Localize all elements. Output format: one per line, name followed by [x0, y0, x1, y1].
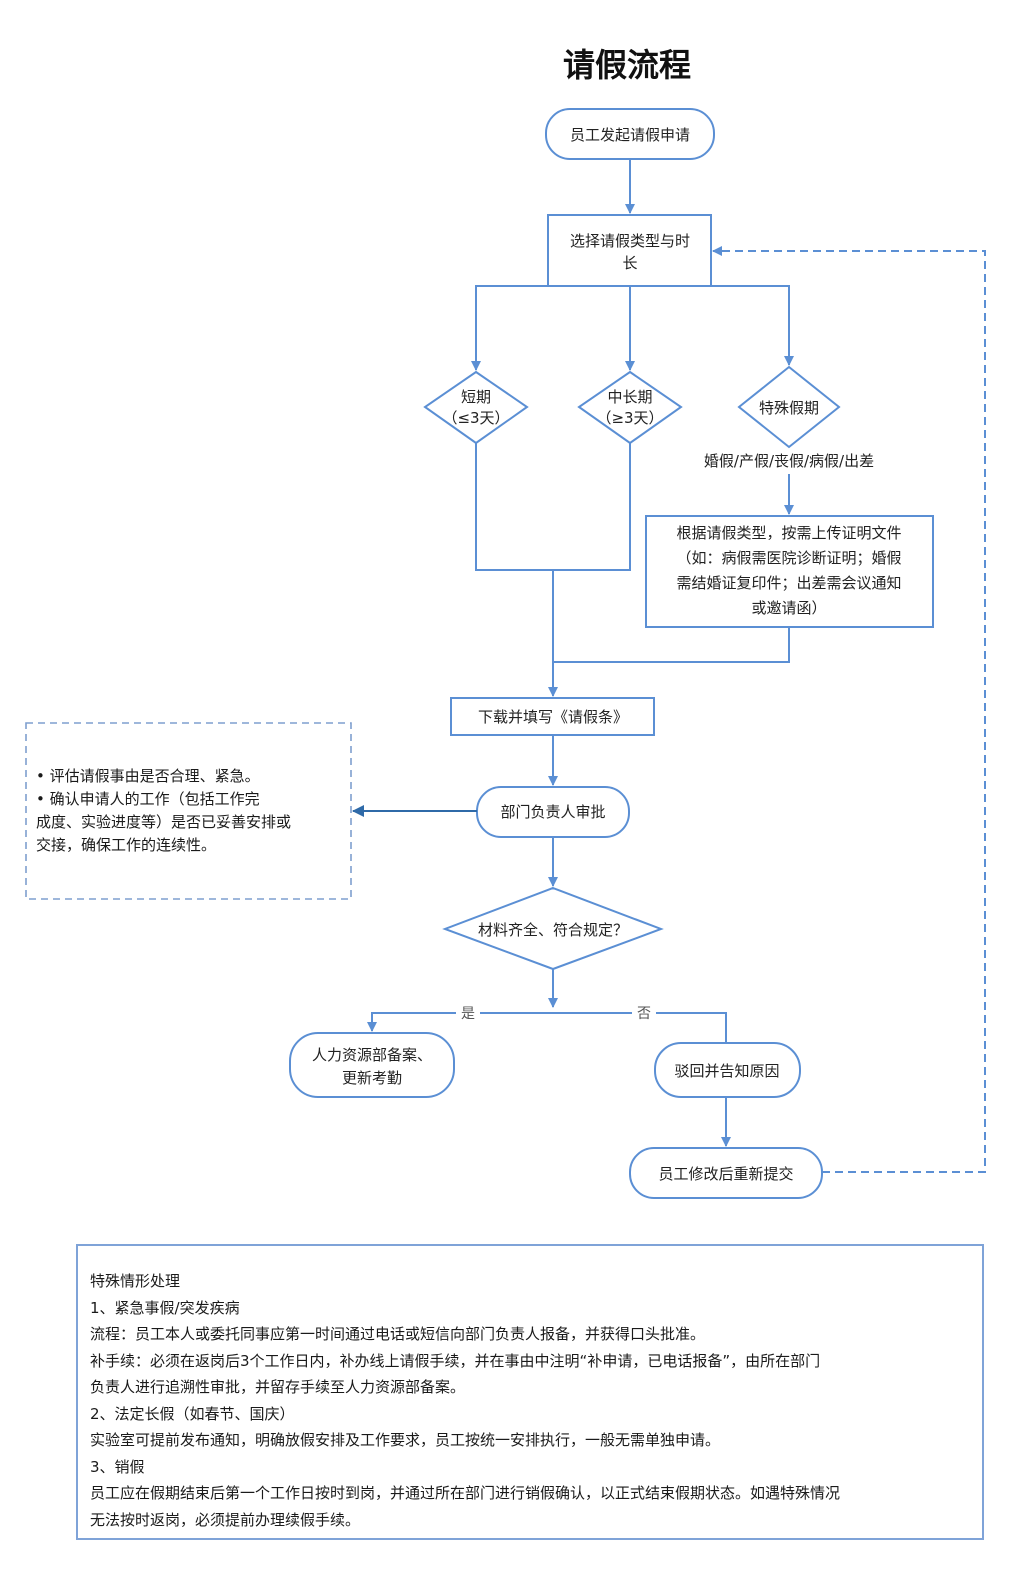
fill-form-label: 下载并填写《请假条》 — [478, 708, 628, 726]
upload-docs-line1: 根据请假类型，按需上传证明文件 — [676, 524, 901, 542]
approval-note-line: • 评估请假事由是否合理、紧急。 — [36, 767, 260, 785]
connector-to-short — [471, 285, 548, 371]
approval-notes: • 评估请假事由是否合理、紧急。 • 确认申请人的工作（包括工作完 成度、实验进… — [36, 765, 346, 857]
select-type-node — [547, 214, 712, 287]
start-node-label: 员工发起请假申请 — [570, 126, 690, 144]
special-case-line: 员工应在假期结束后第一个工作日按时到岗，并通过所在部门进行销假确认，以正式结束假… — [90, 1484, 841, 1502]
resubmit-label: 员工修改后重新提交 — [658, 1165, 793, 1183]
special-case-line: 无法按时返岗，必须提前办理续假手续。 — [90, 1510, 361, 1529]
page-title: 请假流程 — [563, 46, 691, 84]
short-term-label-line2: （≤3天） — [442, 409, 509, 427]
mid-long-term-label-line2: （≥3天） — [596, 409, 663, 427]
select-type-label-line1: 选择请假类型与时 — [570, 232, 690, 250]
special-case-line: 实验室可提前发布通知，明确放假安排及工作要求，员工按统一安排执行，一般无需单独申… — [90, 1431, 721, 1449]
reject-node — [654, 1042, 801, 1098]
upload-docs-line3: 需结婚证复印件；出差需会议通知 — [676, 574, 901, 592]
yes-label-bg — [456, 1003, 480, 1023]
special-case-line: 2、法定长假（如春节、国庆） — [90, 1404, 295, 1423]
special-types-label: 婚假/产假/丧假/病假/出差 — [704, 452, 874, 470]
mid-long-term-decision — [577, 370, 683, 445]
hr-record-node — [289, 1032, 455, 1098]
connector-yes — [367, 1012, 553, 1032]
special-leave-decision — [737, 365, 841, 449]
no-label-bg — [632, 1003, 656, 1023]
special-cases-heading: 特殊情形处理 — [90, 1272, 181, 1290]
special-case-line: 补手续：必须在返岗后3个工作日内，补办线上请假手续，并在事由中注明“补申请，已电… — [90, 1351, 821, 1370]
select-type-label-line2: 长 — [622, 254, 637, 272]
mid-long-term-label-line1: 中长期 — [607, 388, 652, 406]
yes-label: 是 — [461, 1006, 475, 1022]
special-case-line: 1、紧急事假/突发疾病 — [90, 1298, 240, 1317]
special-case-line: 3、销假 — [90, 1457, 145, 1476]
special-case-line: 流程：员工本人或委托同事应第一时间通过电话或短信向部门负责人报备，并获得口头批准… — [90, 1325, 706, 1343]
hr-record-line1: 人力资源部备案、 — [312, 1046, 432, 1064]
connector-no — [553, 1012, 727, 1042]
dept-approval-label: 部门负责人审批 — [500, 803, 605, 821]
connector-to-special — [711, 285, 794, 366]
upload-docs-node — [645, 515, 934, 628]
materials-check-label: 材料齐全、符合规定？ — [478, 921, 628, 939]
approval-note-line: • 确认申请人的工作（包括工作完 — [36, 790, 260, 808]
approval-notes-box — [25, 722, 352, 900]
short-term-decision — [423, 370, 529, 445]
upload-docs-line4: 或邀请函） — [751, 599, 826, 617]
flowchart: 请假流程 员工发起请假申请 选择请假类型与时 长 短期 （≤3天） 中长期 （≥… — [25, 46, 986, 1199]
connector-resubmit-loop — [712, 246, 986, 1173]
hr-record-line2: 更新考勤 — [342, 1069, 402, 1087]
reject-label: 驳回并告知原因 — [674, 1062, 779, 1080]
connector-upload-merge — [553, 627, 790, 663]
short-term-label-line1: 短期 — [461, 388, 491, 406]
no-label: 否 — [637, 1006, 651, 1022]
approval-note-line: 交接，确保工作的连续性。 — [36, 836, 217, 854]
special-case-line: 负责人进行追溯性审批，并留存手续至人力资源部备案。 — [90, 1378, 466, 1396]
special-leave-label: 特殊假期 — [759, 399, 819, 417]
special-cases-box: 特殊情形处理 1、紧急事假/突发疾病 流程：员工本人或委托同事应第一时间通过电话… — [76, 1244, 984, 1540]
connector-short-midlong-merge — [475, 443, 631, 571]
upload-docs-line2: （如：病假需医院诊断证明；婚假 — [676, 549, 901, 567]
approval-note-line: 成度、实验进度等）是否已妥善安排或 — [36, 813, 292, 831]
